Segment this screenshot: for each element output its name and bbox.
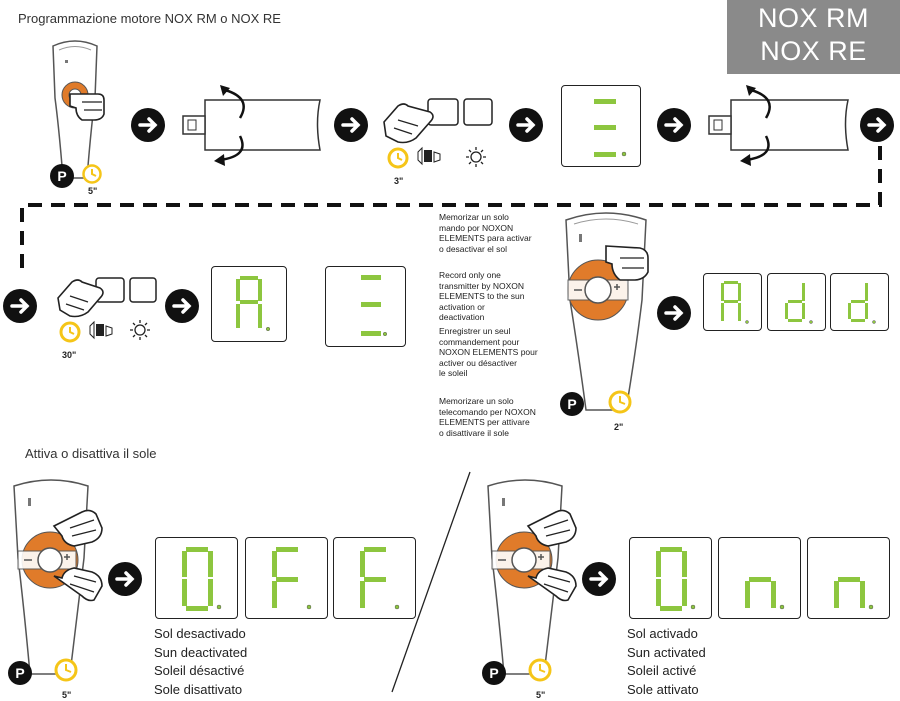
model-line-1: NOX RM [758, 3, 869, 33]
hand-press-buttons-icon [57, 277, 157, 343]
timer-icon [608, 390, 632, 414]
model-line-2: NOX RE [760, 36, 867, 66]
pointing-hand-icon [527, 567, 577, 602]
sun-off-status: Sol desactivado Sun deactivated Soleil d… [154, 626, 248, 697]
display-screen [718, 537, 801, 619]
segment-e [361, 275, 388, 337]
hold-time-label: 5" [536, 690, 546, 700]
segment-f [360, 547, 400, 610]
memorize-note-es: Memorizar un solo mando por NOXON ELEMEN… [439, 212, 532, 254]
display-screen [629, 537, 712, 619]
pointing-hand-icon [53, 567, 103, 602]
model-badge: NOX RM NOX RE [727, 0, 900, 74]
segment-o [182, 547, 222, 611]
segment-e [594, 99, 627, 157]
hold-time-label: 2" [614, 422, 624, 432]
timer-icon [54, 658, 78, 682]
next-step-arrow-icon [131, 108, 165, 142]
segment-f [272, 547, 312, 610]
memorize-note-fr: Enregistrer un seul commandement pour NO… [439, 326, 538, 378]
divider [391, 471, 471, 693]
segment-d [785, 283, 813, 324]
next-step-arrow-icon [582, 562, 616, 596]
next-step-arrow-icon [509, 108, 543, 142]
hand-press-buttons-icon [383, 98, 493, 169]
segment-a [721, 281, 749, 324]
display-screen [830, 273, 889, 331]
hold-time-label: 30" [62, 350, 77, 360]
section-title: Attiva o disattiva il sole [25, 446, 157, 461]
segment-n [834, 577, 874, 610]
next-step-arrow-icon [165, 289, 199, 323]
pointing-hand-icon [52, 509, 103, 547]
display-screen [333, 537, 416, 619]
motor-rotation-icon [182, 85, 321, 166]
display-screen [211, 266, 287, 342]
segment-a [236, 276, 271, 332]
hold-time-label: 5" [62, 690, 72, 700]
display-screen [561, 85, 641, 167]
p-button: P [8, 661, 32, 685]
display-screen [245, 537, 328, 619]
display-screen [325, 266, 406, 347]
pointing-hand-icon [526, 509, 577, 547]
page-title: Programmazione motore NOX RM o NOX RE [18, 11, 281, 26]
p-button: P [560, 392, 584, 416]
timer-icon [528, 658, 552, 682]
next-step-arrow-icon [3, 289, 37, 323]
motor-rotation-icon [708, 85, 849, 166]
hold-time-label: 5" [88, 186, 98, 196]
hold-time-label: 3" [394, 176, 404, 186]
next-step-arrow-icon [657, 108, 691, 142]
memorize-note-en: Record only one transmitter by NOXON ELE… [439, 270, 525, 322]
p-button: P [50, 164, 74, 188]
flow-connector [20, 146, 882, 272]
segment-o [656, 547, 696, 611]
display-screen [703, 273, 762, 331]
display-screen [767, 273, 826, 331]
segment-d [848, 283, 876, 324]
sun-on-status: Sol activado Sun activated Soleil activé… [627, 626, 706, 697]
display-screen [155, 537, 238, 619]
display-screen [807, 537, 890, 619]
next-step-arrow-icon [334, 108, 368, 142]
next-step-arrow-icon [860, 108, 894, 142]
next-step-arrow-icon [108, 562, 142, 596]
timer-icon [82, 164, 102, 184]
pointing-hand-icon [605, 245, 649, 281]
segment-n [745, 577, 785, 610]
memorize-note-it: Memorizare un solo telecomando per NOXON… [439, 396, 536, 438]
p-button: P [482, 661, 506, 685]
pointing-hand-icon [69, 93, 105, 121]
next-step-arrow-icon [657, 296, 691, 330]
